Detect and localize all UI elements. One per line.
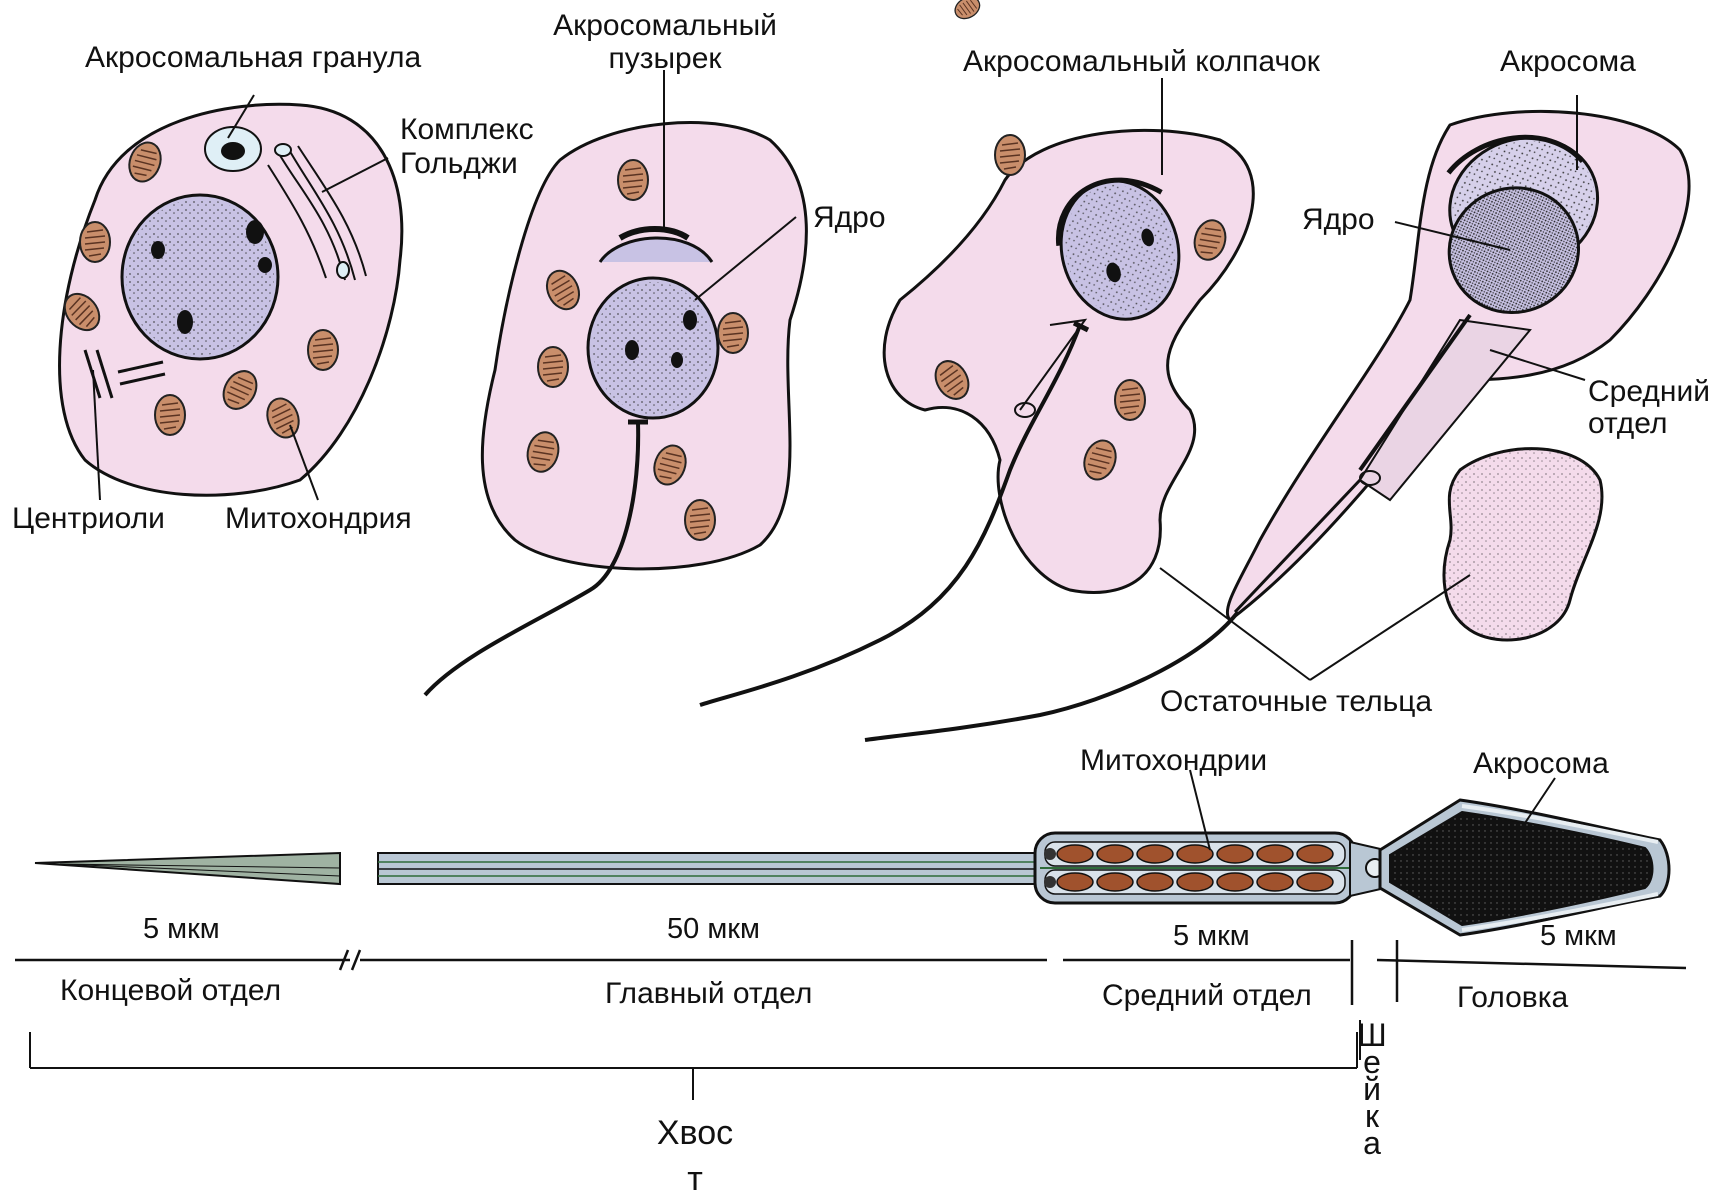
label-acrosome-top: Акросома: [1500, 46, 1636, 78]
mature-sperm: [35, 770, 1669, 935]
section-head: Головка: [1457, 982, 1568, 1014]
scale-middle-piece: 5 мкм: [1173, 920, 1250, 952]
label-acrosomal-vesicle-1: Акросомальный: [535, 10, 795, 42]
label-middle-piece-2: отдел: [1588, 408, 1667, 440]
label-middle-piece-1: Средний: [1588, 376, 1710, 408]
label-residual-bodies: Остаточные тельца: [1160, 686, 1432, 718]
label-mitochondria: Митохондрии: [1080, 745, 1267, 777]
scale-principal-piece: 50 мкм: [667, 913, 760, 945]
label-acrosomal-granule: Акросомальная гранула: [85, 42, 421, 74]
section-middle-piece: Средний отдел: [1102, 980, 1312, 1012]
label-acrosome-bottom: Акросома: [1473, 748, 1609, 780]
label-mitochondrion: Митохондрия: [225, 503, 412, 535]
cell-early-spermatid: [58, 95, 402, 500]
label-golgi-1: Комплекс: [400, 114, 534, 146]
label-nucleus-1: Ядро: [813, 202, 886, 234]
label-acrosomal-cap: Акросомальный колпачок: [963, 46, 1320, 78]
label-golgi-2: Гольджи: [400, 148, 518, 180]
section-end-piece: Концевой отдел: [60, 975, 281, 1007]
label-centrioles: Центриоли: [12, 503, 165, 535]
label-acrosomal-vesicle-2: пузырек: [535, 43, 795, 75]
scale-head: 5 мкм: [1540, 920, 1617, 952]
residual-body: [1444, 449, 1602, 640]
scale-end-piece: 5 мкм: [143, 913, 220, 945]
section-neck: Шейка: [1357, 1022, 1387, 1157]
label-nucleus-2: Ядро: [1302, 204, 1375, 236]
tail-bracket: [30, 1032, 1357, 1100]
section-tail: Хвост: [650, 1110, 740, 1202]
section-principal-piece: Главный отдел: [605, 978, 812, 1010]
